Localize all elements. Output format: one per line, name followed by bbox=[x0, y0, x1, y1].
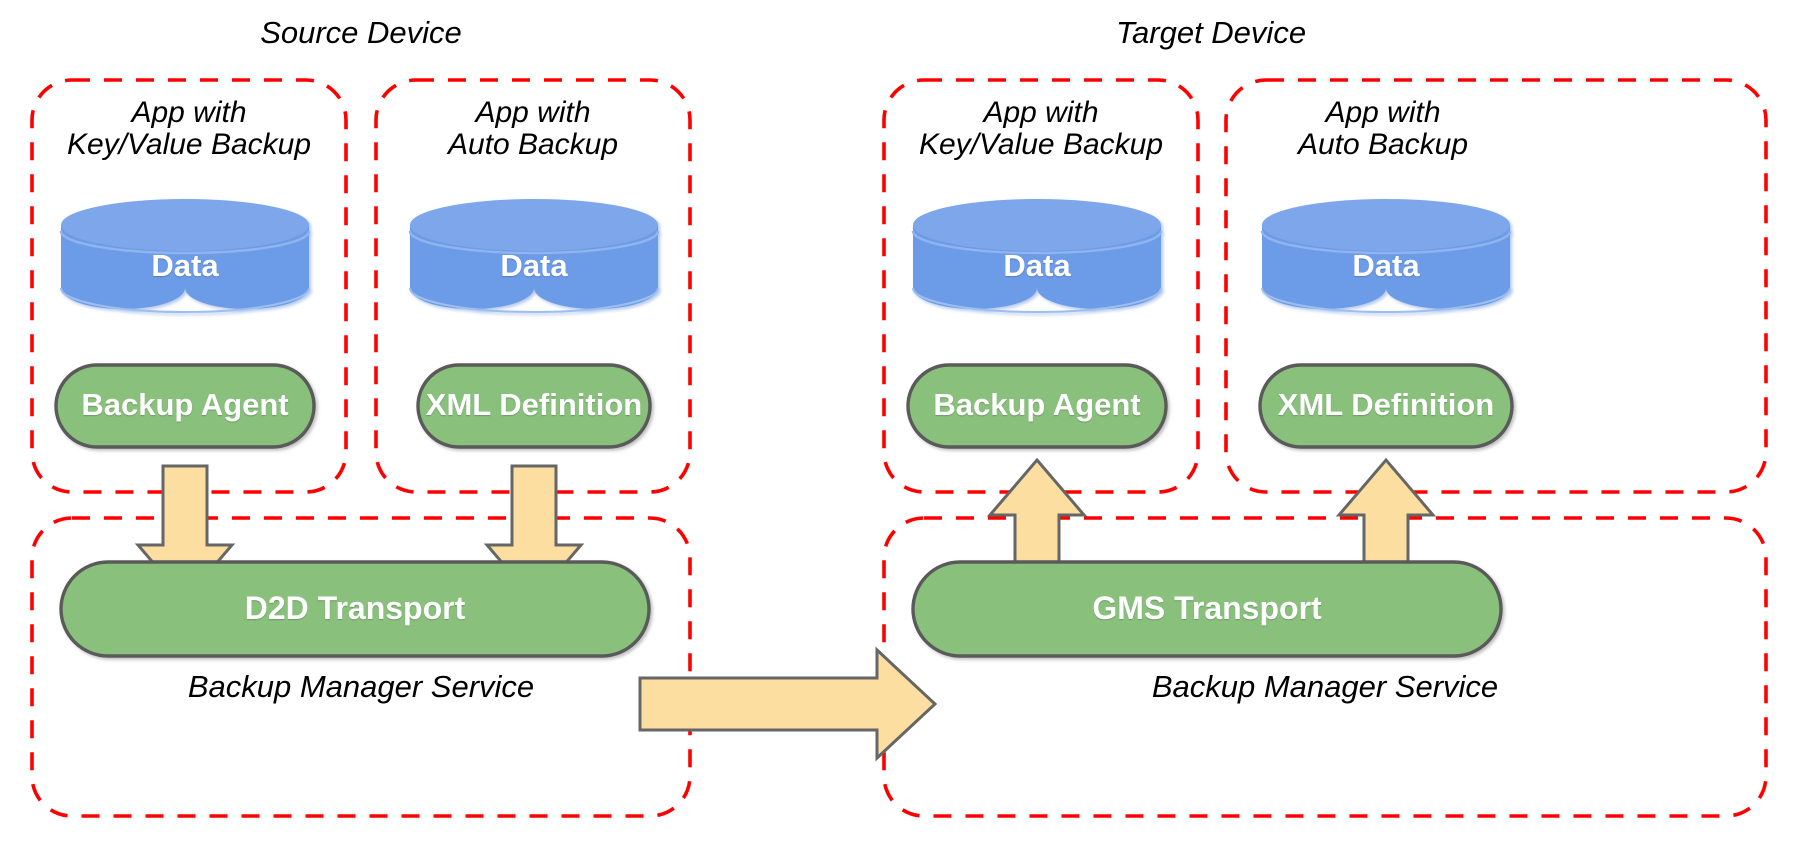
device-title-source: Source Device bbox=[260, 15, 462, 50]
node-label-source-backup-agent: Backup Agent bbox=[81, 387, 289, 422]
data-label-target-auto: Data bbox=[1352, 248, 1420, 283]
device-title-target: Target Device bbox=[1115, 15, 1307, 50]
node-target-xml-definition[interactable] bbox=[1258, 363, 1514, 449]
data-cylinder-target-keyvalue bbox=[911, 199, 1163, 313]
node-label-target-xml-definition: XML Definition bbox=[1277, 387, 1495, 422]
node-label-source-xml-definition: XML Definition bbox=[425, 387, 643, 422]
node-source-xml-definition[interactable] bbox=[416, 363, 652, 449]
node-gms-transport[interactable] bbox=[911, 560, 1503, 658]
node-label-d2d-transport: D2D Transport bbox=[244, 590, 466, 626]
data-label-source-auto: Data bbox=[500, 248, 568, 283]
app-title-source-keyvalue-line1: App with bbox=[131, 96, 247, 129]
node-label-gms-transport: GMS Transport bbox=[1092, 590, 1322, 626]
data-cylinder-source-keyvalue bbox=[59, 199, 311, 313]
service-container-source bbox=[30, 516, 692, 818]
app-title-target-keyvalue-line2: Key/Value Backup bbox=[918, 128, 1164, 161]
app-title-source-auto-line1: App with bbox=[475, 96, 591, 129]
data-label-source-keyvalue: Data bbox=[151, 248, 219, 283]
node-target-backup-agent[interactable] bbox=[906, 363, 1168, 449]
data-cylinder-source-auto bbox=[408, 199, 660, 313]
app-title-source-keyvalue-line2: Key/Value Backup bbox=[66, 128, 312, 161]
node-source-backup-agent[interactable] bbox=[54, 363, 316, 449]
app-title-target-auto-line1: App with bbox=[1325, 96, 1441, 129]
node-d2d-transport[interactable] bbox=[59, 560, 651, 658]
app-title-target-auto-line2: Auto Backup bbox=[1297, 128, 1469, 161]
node-label-target-backup-agent: Backup Agent bbox=[933, 387, 1141, 422]
data-cylinder-target-auto bbox=[1260, 199, 1512, 313]
app-container-target-auto bbox=[1224, 78, 1768, 494]
service-label-source: Backup Manager Service bbox=[187, 669, 535, 704]
app-title-target-keyvalue-line1: App with bbox=[983, 96, 1099, 129]
arrow-d2d-to-gms-transfer bbox=[638, 646, 938, 762]
app-title-source-auto-line2: Auto Backup bbox=[447, 128, 619, 161]
service-label-target: Backup Manager Service bbox=[1151, 669, 1499, 704]
data-label-target-keyvalue: Data bbox=[1003, 248, 1071, 283]
